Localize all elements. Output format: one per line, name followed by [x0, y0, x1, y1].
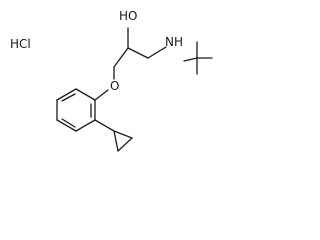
atom-labels: HO O NH [110, 9, 183, 93]
cyclopropyl-bond-3 [113, 130, 119, 152]
chemical-structure: HCl HO O NH [10, 9, 213, 152]
hydroxyl-label: HO [119, 9, 137, 23]
ether-oxygen-label: O [110, 79, 119, 93]
bond-ch2-choh [127, 47, 149, 59]
bond-amine-ch2 [147, 46, 167, 59]
bonds [56, 27, 213, 152]
ring-bond-5 [56, 88, 77, 101]
amine-label: NH [165, 35, 183, 49]
ring-bond-6 [75, 88, 96, 101]
cyclopropyl-bond-2 [117, 137, 133, 152]
ring-double-bond-2 [61, 118, 76, 128]
ring-bond-3 [56, 119, 77, 132]
bond-oxygen-ring [94, 89, 109, 101]
bond-ring-cyclopropyl [94, 119, 115, 132]
ring-bond-2 [75, 119, 96, 132]
ring-double-bond-3 [61, 93, 76, 102]
cyclopropyl-bond-1 [113, 130, 133, 139]
salt-label: HCl [10, 37, 31, 51]
bond-choh-ch2 [113, 47, 129, 68]
bond-quaternary-methyl-left [183, 57, 198, 62]
